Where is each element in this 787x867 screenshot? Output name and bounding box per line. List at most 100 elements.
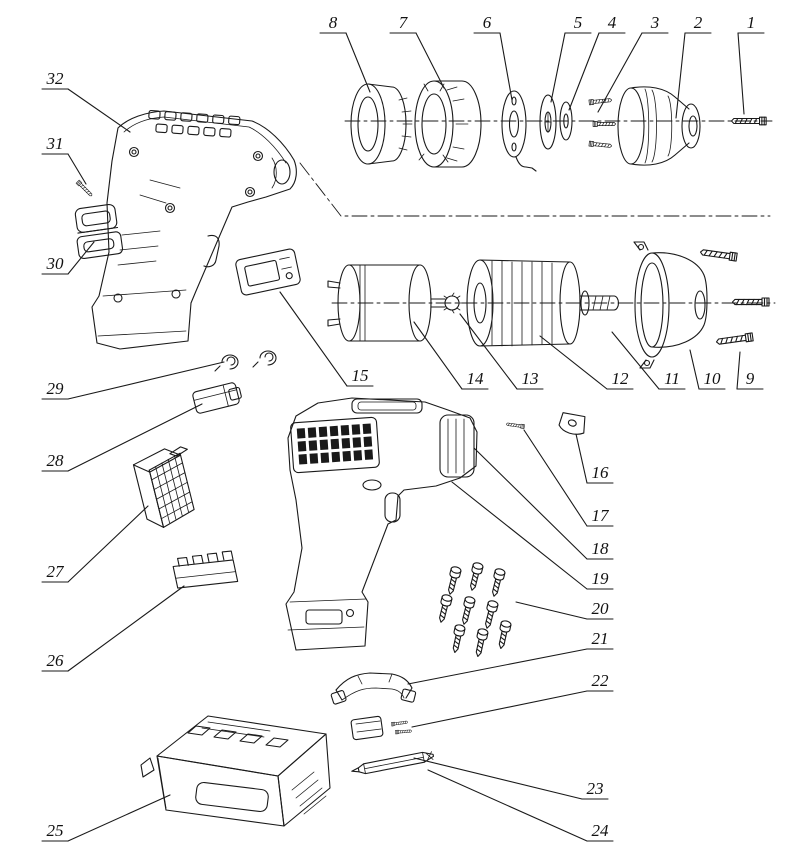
part-number-label: 6: [483, 13, 492, 32]
part-number-label: 13: [522, 369, 539, 388]
screwdriver-bit-drawing: [351, 751, 435, 775]
part-number-label: 8: [329, 13, 338, 32]
leader-line: [550, 32, 566, 103]
battery-pack-drawing: [140, 715, 331, 827]
part-number-label: 4: [608, 13, 617, 32]
leader-line: [515, 601, 588, 620]
gearbox-drawing: [466, 259, 620, 347]
part-number-label: 26: [47, 651, 65, 670]
housing-vent-slots: [148, 109, 241, 138]
part-number-label: 21: [592, 629, 609, 648]
spring-clips-drawing: [214, 350, 277, 372]
part-number-label: 5: [574, 13, 583, 32]
callout-part-6: 6: [473, 13, 513, 101]
part-number-label: 10: [704, 369, 722, 388]
part-number-label: 15: [352, 366, 369, 385]
leader-line: [451, 481, 588, 590]
part-number-label: 12: [612, 369, 630, 388]
part-number-label: 30: [46, 254, 65, 273]
part-number-label: 22: [592, 671, 610, 690]
part-number-label: 2: [694, 13, 703, 32]
callout-part-12: 12: [539, 335, 634, 390]
bit-holder-drawing: [350, 715, 413, 741]
assembled-drill-drawing: [285, 397, 478, 651]
chuck-drawing: [617, 86, 701, 166]
leader-line: [407, 648, 588, 685]
callout-part-20: 20: [515, 599, 614, 620]
part-number-label: 18: [592, 539, 610, 558]
washer-drawing: [539, 94, 557, 150]
terminal-block-drawing: [172, 550, 239, 589]
ring-gear-drawing: [350, 83, 413, 165]
callout-part-32: 32: [41, 69, 131, 133]
part-number-label: 31: [46, 134, 64, 153]
leader-line: [736, 351, 741, 390]
leader-line: [67, 153, 87, 185]
callout-part-21: 21: [407, 629, 614, 685]
callout-part-19: 19: [451, 481, 614, 590]
part-number-label: 17: [592, 506, 611, 525]
callout-part-31: 31: [41, 134, 87, 185]
small-screw-17-drawing: [505, 421, 525, 429]
leader-line: [689, 349, 700, 390]
leader-line: [411, 690, 588, 728]
screw-set-drawing: [435, 561, 513, 659]
part-number-label: 29: [47, 379, 65, 398]
leader-line: [568, 32, 600, 111]
part-number-label: 23: [587, 779, 604, 798]
callout-part-16: 16: [575, 433, 614, 484]
part-number-label: 19: [592, 569, 610, 588]
leader-line: [523, 429, 588, 527]
selector-cap-drawing: [558, 412, 586, 435]
callout-part-7: 7: [389, 13, 445, 89]
part-number-label: 14: [467, 369, 485, 388]
callout-part-30: 30: [41, 241, 95, 275]
leader-line: [539, 335, 608, 390]
part-number-label: 24: [592, 821, 610, 840]
leader-line: [737, 32, 745, 115]
gearbox-screws-drawing: [699, 247, 770, 347]
leader-line: [415, 32, 445, 89]
leader-line: [413, 321, 463, 390]
callout-part-29: 29: [41, 361, 225, 400]
part-number-label: 27: [47, 562, 66, 581]
leader-line: [67, 505, 149, 583]
leader-line: [575, 433, 588, 484]
callout-part-10: 10: [689, 349, 726, 390]
leader-line: [427, 769, 588, 842]
drill-vent-panel: [290, 416, 380, 474]
callout-part-3: 3: [597, 13, 669, 113]
small-module-drawing: [192, 382, 242, 414]
leader-line: [67, 88, 131, 133]
part-callouts: 1234567891011121314151617181920212223242…: [41, 13, 765, 842]
callout-part-22: 22: [411, 671, 614, 728]
leader-line: [459, 313, 518, 390]
leader-line: [67, 403, 203, 472]
motor-drawing: [327, 264, 463, 342]
leader-line: [279, 291, 348, 387]
callout-part-9: 9: [736, 351, 764, 390]
callout-part-8: 8: [319, 13, 371, 93]
leader-line: [67, 585, 185, 672]
part-number-label: 16: [592, 463, 610, 482]
callout-part-28: 28: [41, 403, 203, 472]
leader-line: [597, 32, 643, 113]
leader-line: [473, 447, 588, 560]
part-number-label: 32: [46, 69, 65, 88]
leader-line: [499, 32, 513, 101]
part-number-label: 9: [746, 369, 755, 388]
bracket-cap-drawing: [330, 672, 417, 705]
part-number-label: 3: [650, 13, 660, 32]
callout-part-13: 13: [459, 313, 544, 390]
callout-part-11: 11: [611, 331, 686, 390]
part-number-label: 20: [592, 599, 610, 618]
callout-part-2: 2: [675, 13, 712, 119]
clutch-housing-drawing: [414, 80, 482, 168]
callout-part-25: 25: [41, 794, 171, 842]
small-washer-drawing: [559, 101, 573, 141]
leader-line: [67, 794, 171, 842]
part-number-label: 7: [399, 13, 409, 32]
leader-line: [413, 757, 583, 800]
